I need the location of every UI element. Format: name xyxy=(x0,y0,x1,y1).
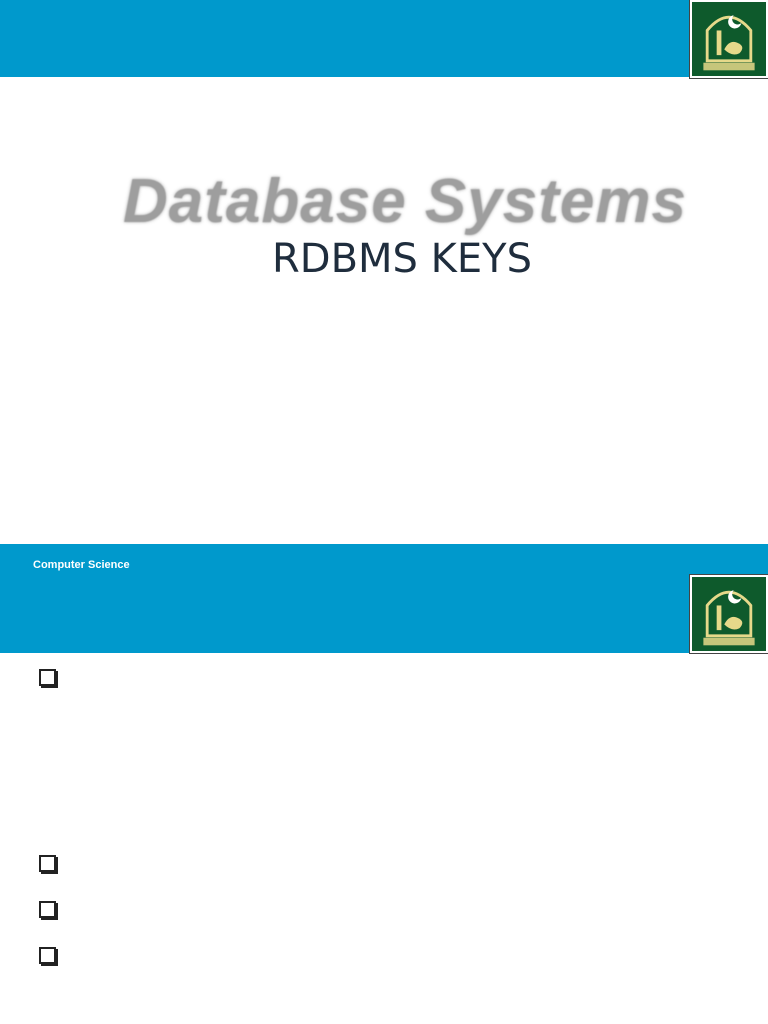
slide-subtitle: RDBMS KEYS xyxy=(272,236,532,282)
slide-title: Database Systems xyxy=(123,167,687,236)
slide1-header-band xyxy=(0,0,768,77)
checkbox-bullet-icon xyxy=(39,669,56,686)
checkbox-bullet-icon xyxy=(39,901,56,918)
checkbox-bullet-icon xyxy=(39,855,56,872)
slide2-header-band xyxy=(0,544,768,653)
department-label: Computer Science xyxy=(33,559,130,571)
crest-graphic xyxy=(692,577,766,651)
university-crest-icon xyxy=(689,574,768,654)
university-crest-icon xyxy=(689,0,768,79)
checkbox-bullet-icon xyxy=(39,947,56,964)
crest-graphic xyxy=(692,2,766,76)
